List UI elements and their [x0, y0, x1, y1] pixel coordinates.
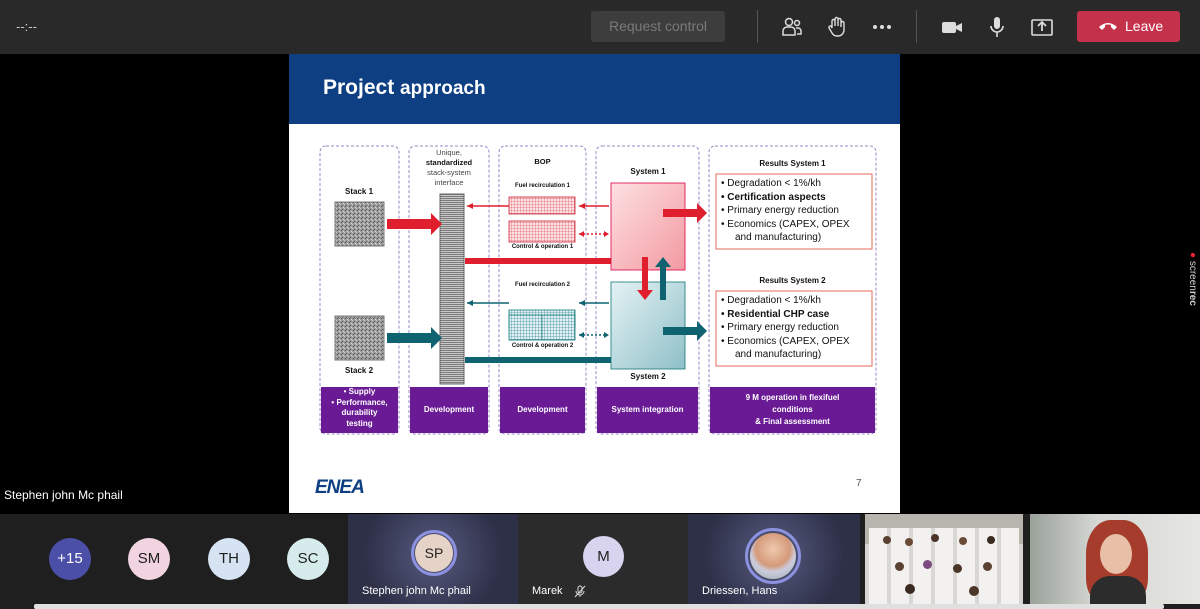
system2-results-arrow [663, 321, 707, 341]
results1-item: • Economics (CAPEX, OPEX [721, 218, 850, 230]
toolbar-divider [757, 10, 758, 43]
participant-tile-speaking[interactable]: SP Stephen john Mc phail [348, 514, 518, 604]
results1-item: • Certification aspects [721, 191, 826, 203]
results1-box [715, 173, 873, 250]
results-column-frame [708, 145, 877, 435]
results2-item: • Economics (CAPEX, OPEX [721, 335, 850, 347]
bop-footer-box [500, 387, 585, 433]
slide-page-number: 7 [856, 478, 862, 489]
bop-column-frame [498, 145, 587, 435]
slide-title-main: Project [323, 76, 395, 99]
bop-label: BOP [534, 157, 551, 166]
results-footer-label: 9 M operation in flexifuel conditions & … [745, 393, 840, 426]
participant-name: Stephen john Mc phail [362, 585, 471, 597]
leave-label: Leave [1125, 18, 1164, 34]
participant-avatar[interactable]: SM [128, 538, 170, 580]
stack-footer-label: • Supply • Performance, durability testi… [331, 387, 388, 428]
system-footer-box [597, 387, 698, 433]
participant-name: Marek [532, 585, 563, 597]
results2-item: and manufacturing) [735, 349, 822, 360]
system2-box [610, 281, 686, 370]
raise-hand-icon[interactable] [824, 14, 850, 40]
interface-to-system1-arrow [465, 253, 621, 269]
stack-footer-box [321, 387, 398, 433]
control-op-2-label: Control & operation 2 [511, 343, 574, 349]
participant-tile[interactable]: M Marek [518, 514, 688, 604]
interface-label: Unique, standardized stack-system interf… [425, 148, 473, 187]
results1-item: • Primary energy reduction [721, 205, 839, 216]
system1-to-system2-arrow [637, 257, 653, 300]
leave-button[interactable]: Leave [1077, 11, 1180, 42]
system-column-frame [595, 145, 700, 435]
microphone-icon[interactable] [984, 14, 1010, 40]
meeting-toolbar: --:-- Request control Leave [0, 0, 1200, 54]
share-screen-icon[interactable] [1029, 14, 1055, 40]
participant-photo [750, 533, 796, 579]
system1-label: System 1 [630, 167, 666, 176]
results1-title: Results System 1 [759, 159, 826, 168]
participant-avatar[interactable]: SC [287, 538, 329, 580]
shared-slide: Project approach [289, 54, 900, 513]
stack1-label: Stack 1 [345, 187, 374, 196]
results1-item: • Degradation < 1%/kh [721, 178, 821, 189]
participant-strip-scrollbar[interactable] [34, 604, 1164, 609]
results2-title: Results System 2 [759, 276, 826, 285]
results2-list: • Degradation < 1%/kh • Residential CHP … [721, 294, 850, 362]
system-footer-label: System integration [611, 405, 684, 414]
interface-footer-box [410, 387, 488, 433]
interface-footer-label: Development [423, 405, 475, 414]
interface-column-frame [408, 145, 490, 435]
enea-logo: ENEA [315, 477, 365, 496]
more-options-icon[interactable] [869, 14, 895, 40]
meeting-timer: --:-- [16, 19, 37, 34]
results-footer-box [710, 387, 875, 433]
stack-column-frame [319, 145, 400, 435]
interface-stack [439, 193, 465, 385]
room-camera-video[interactable] [865, 514, 1023, 604]
presenter-name-label: Stephen john Mc phail [4, 488, 123, 502]
self-camera-video[interactable] [1030, 514, 1200, 604]
stack2-arrow [387, 327, 442, 349]
system2-label: System 2 [630, 372, 666, 381]
results2-item: • Primary energy reduction [721, 322, 839, 333]
stack1-image [334, 201, 385, 247]
slide-title: Project approach [323, 76, 486, 100]
slide-title-rest: approach [400, 78, 486, 99]
mic-muted-icon [574, 585, 586, 598]
stack1-arrow [387, 213, 442, 235]
interface-to-system2-arrow [465, 352, 621, 368]
system2-to-system1-arrow [655, 257, 671, 300]
svg-text:ENEA: ENEA [315, 477, 364, 496]
results1-list: • Degradation < 1%/kh • Certification as… [721, 177, 850, 245]
control-op-1-label: Control & operation 1 [511, 244, 574, 250]
participants-icon[interactable] [779, 14, 805, 40]
results2-item: • Degradation < 1%/kh [721, 295, 821, 306]
participant-avatar[interactable]: TH [208, 538, 250, 580]
results2-box [715, 290, 873, 367]
toolbar-divider [916, 10, 917, 43]
overflow-participants-button[interactable]: +15 [49, 538, 91, 580]
hang-up-icon [1099, 23, 1117, 30]
approach-diagram [319, 145, 877, 435]
participant-name: Driessen, Hans [702, 585, 778, 597]
stack2-image [334, 315, 385, 361]
results1-item: and manufacturing) [735, 232, 822, 243]
system1-results-arrow [663, 203, 707, 223]
participant-tile-speaking[interactable]: Driessen, Hans [688, 514, 860, 604]
participant-avatar: M [583, 536, 624, 577]
participant-avatar: SP [415, 534, 453, 572]
fuel-recirc-2-label: Fuel recirculation 2 [514, 282, 571, 288]
screenrec-watermark: ● screenrec [1187, 252, 1198, 306]
results2-item: • Residential CHP case [721, 308, 830, 320]
stack2-label: Stack 2 [345, 366, 374, 375]
control-op-1-box [508, 220, 576, 243]
bop-footer-label: Development [517, 405, 568, 414]
request-control-button[interactable]: Request control [591, 11, 725, 42]
fuel-recirc-1-label: Fuel recirculation 1 [514, 183, 571, 189]
camera-icon[interactable] [939, 14, 965, 40]
slide-header: Project approach [289, 54, 900, 124]
